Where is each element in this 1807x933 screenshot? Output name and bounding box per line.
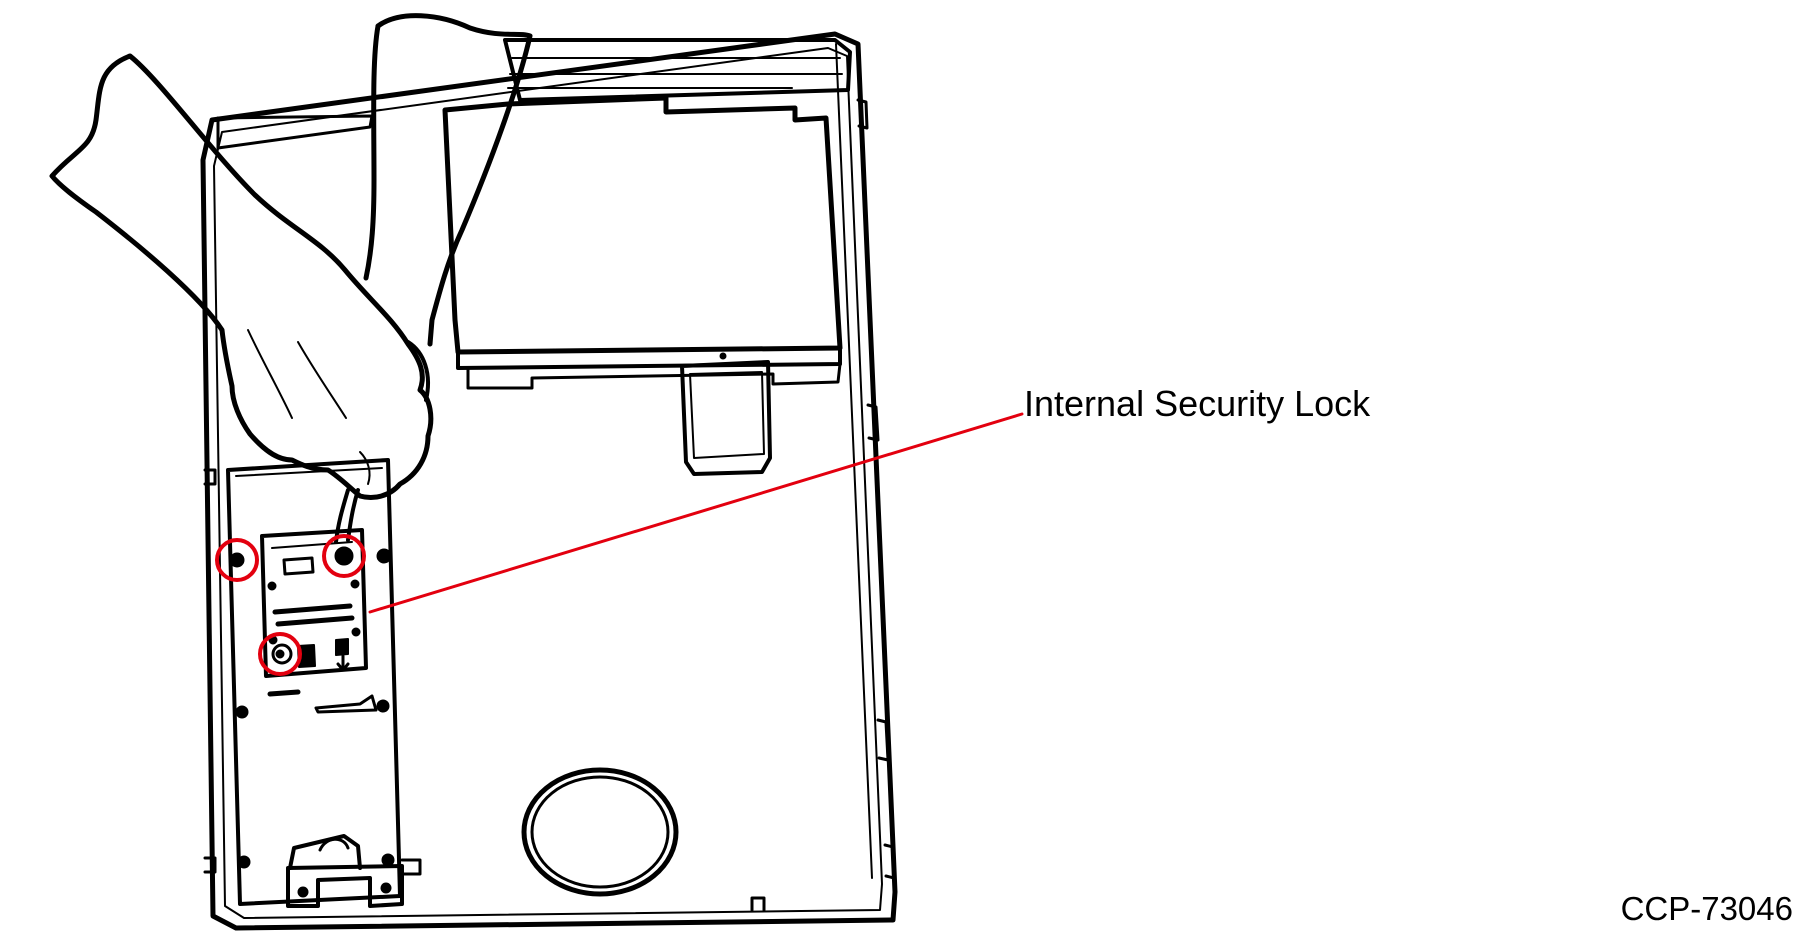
figure-id: CCP-73046 xyxy=(1620,890,1793,927)
upper-compartment xyxy=(442,95,843,476)
screw-highlight-top-right xyxy=(322,534,366,578)
lock-highlight xyxy=(258,632,302,676)
screw-icon xyxy=(229,546,392,659)
callout-leader-line xyxy=(368,412,1024,614)
cabinet-panel xyxy=(200,31,898,931)
cable-opening xyxy=(521,767,679,897)
highlight-markers xyxy=(215,412,1024,676)
screw-highlight-top-left xyxy=(215,538,259,582)
security-lock-icon xyxy=(260,488,368,678)
lock-mount-rail xyxy=(226,458,422,908)
hand-icon xyxy=(49,13,533,500)
callout-label: Internal Security Lock xyxy=(1024,383,1371,424)
